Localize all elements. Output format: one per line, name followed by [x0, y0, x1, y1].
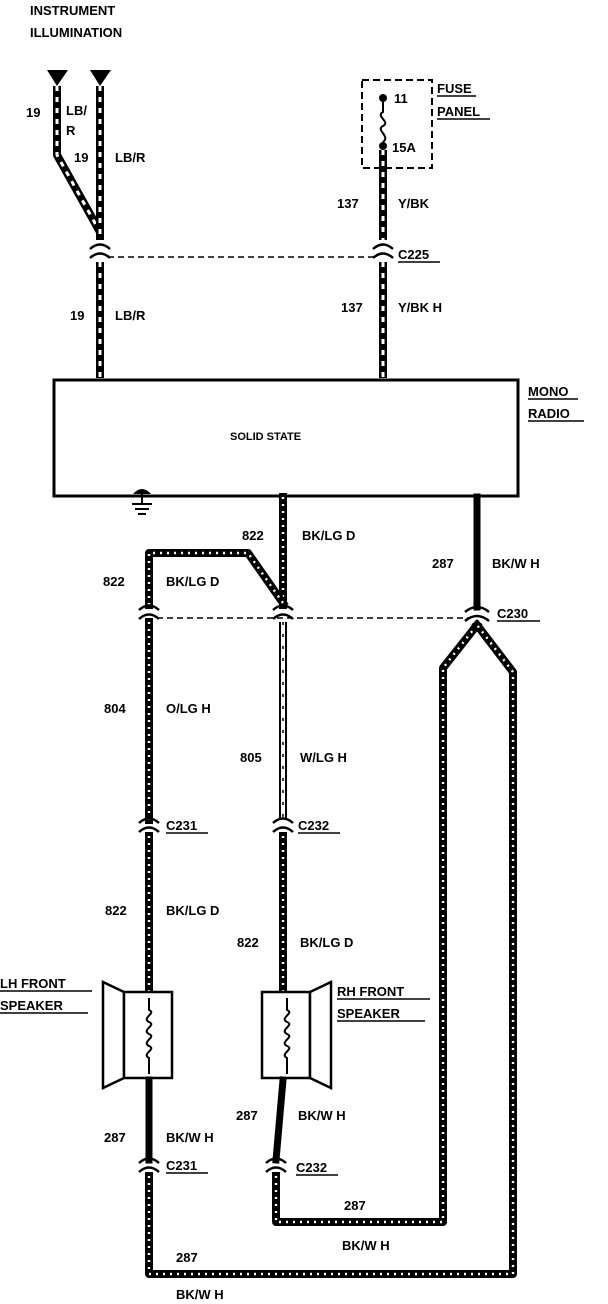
ill-left-wire-color-b: R — [66, 123, 76, 138]
lh-return-287-wire — [145, 619, 517, 1278]
fuse-bottom-pin-label: 15A — [392, 140, 416, 155]
rh-speaker-label-line2: SPEAKER — [337, 1006, 400, 1021]
radio-out-wire-color: BK/LG D — [302, 528, 355, 543]
c230-connector-lh — [138, 604, 160, 620]
branch-circuit-number: 822 — [103, 574, 125, 589]
fuse-panel-label-line1: FUSE — [437, 81, 472, 96]
illumination-left-wire — [53, 86, 104, 234]
fuse-lower-circuit-number: 137 — [341, 300, 363, 315]
branch-822-wire — [145, 549, 289, 609]
c225-connector-label: C225 — [398, 247, 429, 262]
rh-speaker-out-circuit-number: 287 — [236, 1108, 258, 1123]
rh-front-speaker-icon — [260, 980, 333, 1090]
rh-feed-wire-color: W/LG H — [300, 750, 347, 765]
lh-front-speaker-icon — [101, 980, 174, 1090]
rh-return-circuit-number: 287 — [344, 1198, 366, 1213]
c230-connector-rh — [272, 604, 294, 620]
instrument-illumination-label-line1: INSTRUMENT — [30, 3, 115, 18]
lh-return-circuit-number: 287 — [176, 1250, 198, 1265]
rh-return-wire-color: BK/W H — [342, 1238, 390, 1253]
rh-speaker-287-out-wire — [272, 1076, 287, 1164]
lh-speaker-in-wire-color: BK/LG D — [166, 903, 219, 918]
c232-bottom-connector-label: C232 — [296, 1160, 327, 1175]
fuse-lower-wire-color: Y/BK H — [398, 300, 442, 315]
fuse-element-icon — [379, 102, 387, 143]
fuse-panel-label-line2: PANEL — [437, 104, 480, 119]
ill-right-wire-color: LB/R — [115, 150, 146, 165]
ill-lower-circuit-number: 19 — [70, 308, 84, 323]
fuse-upper-circuit-number: 137 — [337, 196, 359, 211]
rh-speaker-in-circuit-number: 822 — [237, 935, 259, 950]
lh-speaker-in-circuit-number: 822 — [105, 903, 127, 918]
c225-connector-left — [89, 243, 111, 259]
lh-speaker-label-line1: LH FRONT — [0, 976, 66, 991]
rh-speaker-in-wire-color: BK/LG D — [300, 935, 353, 950]
lh-feed-wire-color: O/LG H — [166, 701, 211, 716]
left-illumination-arrow-icon — [47, 70, 68, 86]
lh-speaker-out-circuit-number: 287 — [104, 1130, 126, 1145]
ground-out-wire-color: BK/W H — [492, 556, 540, 571]
radio-name-line2: RADIO — [528, 406, 570, 421]
rh-return-287-wire — [272, 619, 483, 1226]
rh-speaker-label-line1: RH FRONT — [337, 984, 404, 999]
c232-top-connector — [272, 817, 294, 833]
ill-lower-wire-color: LB/R — [115, 308, 146, 323]
c230-connector-ground — [464, 605, 490, 622]
fuse-upper-wire-color: Y/BK — [398, 196, 430, 211]
ground-out-circuit-number: 287 — [432, 556, 454, 571]
ill-left-circuit-number: 19 — [26, 105, 40, 120]
c232-top-connector-label: C232 — [298, 818, 329, 833]
lh-speaker-out-wire-color: BK/W H — [166, 1130, 214, 1145]
c225-connector-right — [372, 243, 394, 259]
mono-radio-box — [52, 378, 520, 498]
lh-feed-circuit-number: 804 — [104, 701, 126, 716]
c231-top-connector-label: C231 — [166, 818, 197, 833]
radio-out-circuit-number: 822 — [242, 528, 264, 543]
fuse-top-terminal — [379, 94, 387, 102]
fuse-panel-box — [361, 79, 433, 169]
ill-right-circuit-number: 19 — [74, 150, 88, 165]
rh-speaker-out-wire-color: BK/W H — [298, 1108, 346, 1123]
c232-bottom-connector — [265, 1157, 287, 1173]
rh-feed-circuit-number: 805 — [240, 750, 262, 765]
radio-ground-icon — [132, 489, 152, 515]
radio-name-line1: MONO — [528, 384, 568, 399]
branch-wire-color: BK/LG D — [166, 574, 219, 589]
fuse-top-pin-label: 11 — [394, 91, 408, 106]
c231-bottom-connector — [138, 1157, 160, 1173]
instrument-illumination-label-line2: ILLUMINATION — [30, 25, 122, 40]
c231-top-connector — [138, 817, 160, 833]
right-illumination-arrow-icon — [90, 70, 111, 86]
lh-speaker-label-line2: SPEAKER — [0, 998, 63, 1013]
c231-bottom-connector-label: C231 — [166, 1158, 197, 1173]
radio-type-label: SOLID STATE — [230, 431, 301, 443]
lh-return-wire-color: BK/W H — [176, 1287, 224, 1302]
fuse-bottom-terminal — [379, 142, 387, 150]
c230-connector-label: C230 — [497, 606, 528, 621]
ill-left-wire-color-a: LB/ — [66, 103, 87, 118]
